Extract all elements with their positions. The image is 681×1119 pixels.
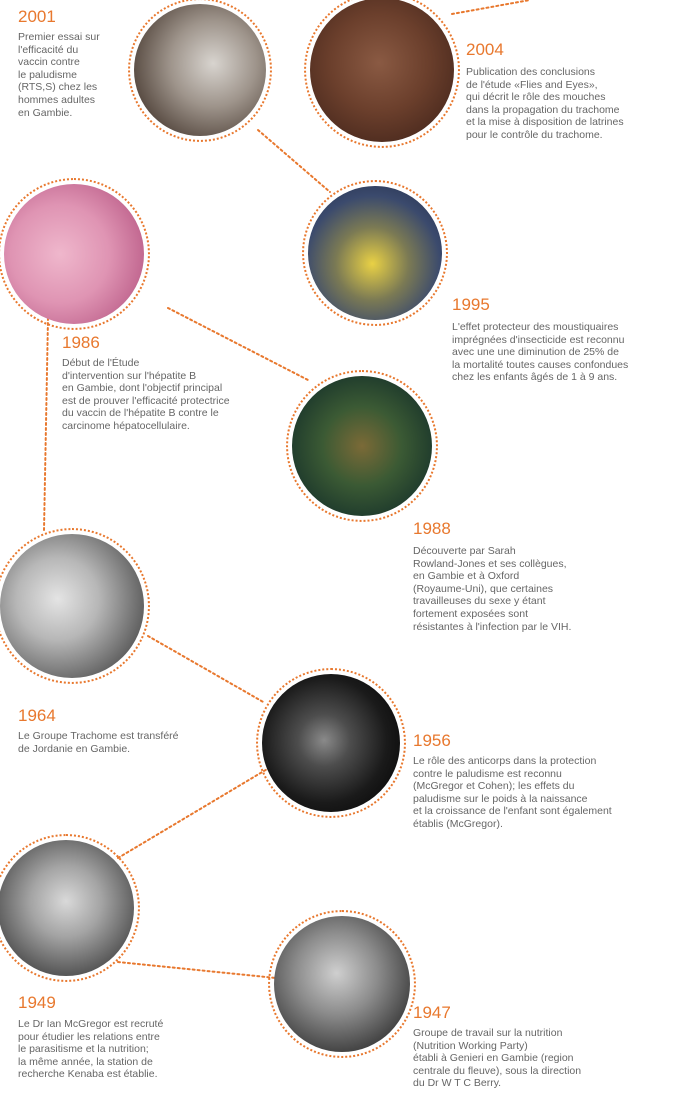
liver-histology-photo (0, 178, 150, 330)
text-line: le paludisme (18, 69, 77, 81)
text-line: du Dr W T C Berry. (413, 1077, 501, 1089)
text-line: de l'étude «Flies and Eyes», (466, 79, 598, 91)
berry-portrait-photo (268, 910, 416, 1058)
event-description: Groupe de travail sur la nutrition (Nutr… (413, 1027, 638, 1090)
text-line: vaccin contre (18, 56, 80, 68)
text-line: en Gambie, dont l'objectif principal (62, 382, 222, 394)
text-line: (Royaume-Uni), que certaines (413, 583, 553, 595)
mother-child-bednet-photo (302, 180, 448, 326)
text-line: dans la propagation du trachome (466, 104, 620, 116)
connector-1986-1964 (44, 318, 48, 530)
text-line: est de prouver l'efficacité protectrice (62, 395, 230, 407)
text-line: imprégnées d'insecticide est reconnu (452, 334, 624, 346)
text-line: Rowland-Jones et ses collègues, (413, 558, 567, 570)
text-line: Publication des conclusions (466, 66, 595, 78)
event-year: 1995 (452, 295, 490, 315)
event-description: Premier essai sur l'efficacité du vaccin… (18, 31, 133, 119)
text-line: fortement exposées sont (413, 608, 528, 620)
text-line: la mortalité toutes causes confondues (452, 359, 628, 371)
event-description: Publication des conclusions de l'étude «… (466, 66, 676, 142)
text-line: et la croissance de l'enfant sont égalem… (413, 805, 612, 817)
event-description: Début de l'Étude d'intervention sur l'hé… (62, 357, 284, 433)
text-line: la même année, la station de (18, 1056, 153, 1068)
text-line: chez les enfants âgés de 1 à 9 ans. (452, 371, 617, 383)
event-year: 2004 (466, 40, 504, 60)
event-year: 1947 (413, 1003, 451, 1023)
connector-1964-1956 (148, 636, 265, 703)
text-line: établi à Genieri en Gambie (region (413, 1052, 574, 1064)
connector-1949-1956 (118, 765, 274, 858)
text-line: hommes adultes (18, 94, 95, 106)
text-line: carcinome hépatocellulaire. (62, 420, 190, 432)
text-line: avec une une diminution de 25% de (452, 346, 619, 358)
event-year: 1949 (18, 993, 56, 1013)
event-description: Le rôle des anticorps dans la protection… (413, 755, 673, 831)
antibody-virus-illustration (256, 668, 406, 818)
text-line: (McGregor et Cohen); les effets du (413, 780, 574, 792)
text-line: en Gambie. (18, 107, 72, 119)
text-line: d'intervention sur l'hépatite B (62, 370, 196, 382)
connector-2001-1995 (258, 130, 330, 192)
text-line: de Jordanie en Gambie. (18, 743, 130, 755)
text-line: Début de l'Étude (62, 357, 139, 369)
event-description: Le Groupe Trachome est transféré de Jord… (18, 730, 224, 755)
text-line: centrale du fleuve), sous la direction (413, 1065, 581, 1077)
text-line: du vaccin de l'hépatite B contre le (62, 407, 219, 419)
event-year: 1964 (18, 706, 56, 726)
text-line: paludisme sur le poids à la naissance (413, 793, 588, 805)
event-year: 1986 (62, 333, 100, 353)
text-line: recherche Kenaba est établie. (18, 1068, 158, 1080)
event-description: Découverte par Sarah Rowland-Jones et se… (413, 545, 623, 633)
connector-2004-top (452, 0, 530, 14)
text-line: et la mise à disposition de latrines (466, 116, 624, 128)
text-line: qui décrit le rôle des mouches (466, 91, 606, 103)
text-line: Découverte par Sarah (413, 545, 516, 557)
text-line: L'effet protecteur des moustiquaires (452, 321, 618, 333)
text-line: en Gambie et à Oxford (413, 570, 519, 582)
text-line: établis (McGregor). (413, 818, 503, 830)
text-line: travailleuses du sexe y étant (413, 595, 546, 607)
text-line: résistantes à l'infection par le VIH. (413, 621, 571, 633)
event-year: 1956 (413, 731, 451, 751)
event-description: Le Dr Ian McGregor est recruté pour étud… (18, 1018, 214, 1081)
text-line: pour étudier les relations entre (18, 1031, 160, 1043)
event-description: L'effet protecteur des moustiquaires imp… (452, 321, 678, 384)
text-line: Le rôle des anticorps dans la protection (413, 755, 596, 767)
text-line: le parasitisme et la nutrition; (18, 1043, 149, 1055)
hiv-virus-micrograph-photo (286, 370, 438, 522)
text-line: contre le paludisme est reconnu (413, 768, 562, 780)
text-line: Groupe de travail sur la nutrition (413, 1027, 562, 1039)
vaccine-injection-photo (128, 0, 272, 142)
text-line: (Nutrition Working Party) (413, 1040, 528, 1052)
connector-1949-1947 (118, 962, 276, 978)
text-line: Le Groupe Trachome est transféré (18, 730, 179, 742)
text-line: l'efficacité du (18, 44, 78, 56)
text-line: pour le contrôle du trachome. (466, 129, 603, 141)
text-line: Premier essai sur (18, 31, 100, 43)
event-year: 1988 (413, 519, 451, 539)
text-line: Le Dr Ian McGregor est recruté (18, 1018, 163, 1030)
eye-closeup-photo (0, 528, 150, 684)
event-year: 2001 (18, 7, 56, 27)
text-line: (RTS,S) chez les (18, 81, 97, 93)
